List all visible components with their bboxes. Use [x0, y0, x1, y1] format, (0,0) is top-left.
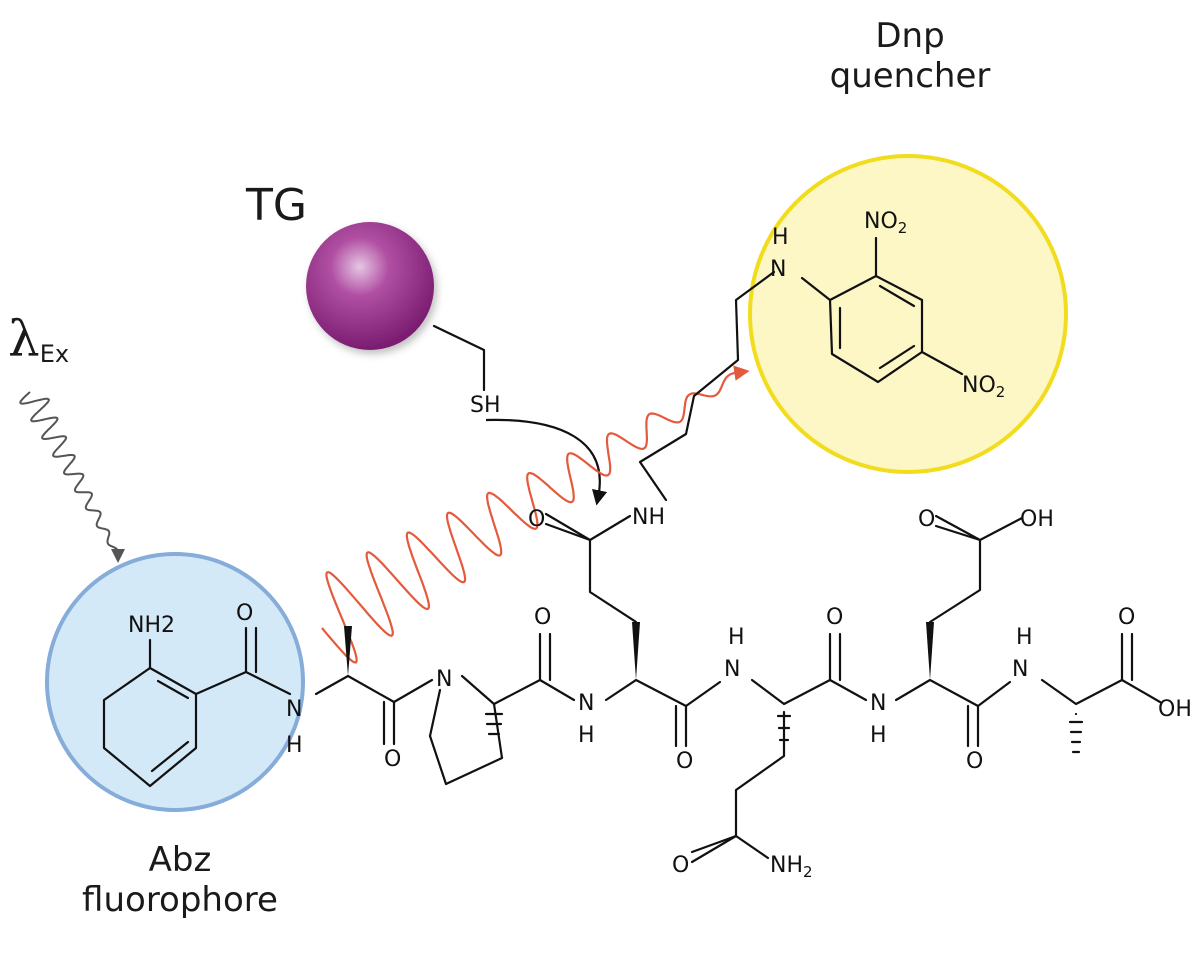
- dnp-label: Dnp quencher: [829, 16, 991, 96]
- dnp-ring: [800, 236, 964, 384]
- tg-thiol-bond: [432, 324, 486, 392]
- svg-text:O: O: [676, 749, 693, 774]
- lambda-ex-label: λEx: [8, 310, 70, 368]
- svg-text:O: O: [826, 605, 843, 630]
- svg-text:H: H: [728, 625, 745, 650]
- svg-text:N: N: [1012, 657, 1028, 682]
- svg-text:N: N: [578, 691, 594, 716]
- svg-text:O: O: [534, 605, 551, 630]
- svg-text:O: O: [236, 601, 253, 626]
- tg-enzyme-sphere: [306, 222, 434, 350]
- svg-text:O: O: [384, 747, 401, 772]
- excitation-wave: [19, 391, 125, 563]
- svg-text:N: N: [724, 657, 740, 682]
- attack-arrow: [485, 418, 608, 506]
- svg-text:N: N: [770, 257, 786, 282]
- svg-text:OH: OH: [1020, 507, 1054, 532]
- svg-text:O: O: [918, 507, 935, 532]
- svg-text:H: H: [1016, 625, 1033, 650]
- lysine-linker: [638, 270, 776, 502]
- svg-text:H: H: [578, 723, 595, 748]
- svg-text:OH: OH: [1158, 697, 1192, 722]
- svg-text:O: O: [966, 749, 983, 774]
- energy-transfer-wave: [321, 365, 750, 664]
- svg-text:O: O: [672, 853, 689, 878]
- svg-text:NH: NH: [632, 505, 665, 530]
- svg-text:O: O: [528, 507, 545, 532]
- svg-text:H: H: [286, 733, 303, 758]
- svg-text:SH: SH: [470, 393, 501, 418]
- atom-labels: NH2 O N H O N O N H O O NH H N O N H O O…: [128, 209, 1192, 881]
- svg-text:NH2: NH2: [770, 853, 813, 881]
- svg-text:N: N: [436, 667, 452, 692]
- svg-text:N: N: [870, 691, 886, 716]
- svg-text:N: N: [286, 697, 302, 722]
- svg-text:NO2: NO2: [864, 209, 907, 237]
- dnp-highlight-circle: [748, 154, 1068, 474]
- svg-text:O: O: [1118, 605, 1135, 630]
- svg-text:NH2: NH2: [128, 613, 175, 638]
- peptide-backbone: [194, 512, 1162, 864]
- abz-label: Abz fluorophore: [82, 840, 278, 920]
- svg-text:NO2: NO2: [962, 373, 1005, 401]
- tg-label: TG: [246, 180, 307, 231]
- svg-text:H: H: [870, 723, 887, 748]
- svg-text:H: H: [772, 225, 789, 250]
